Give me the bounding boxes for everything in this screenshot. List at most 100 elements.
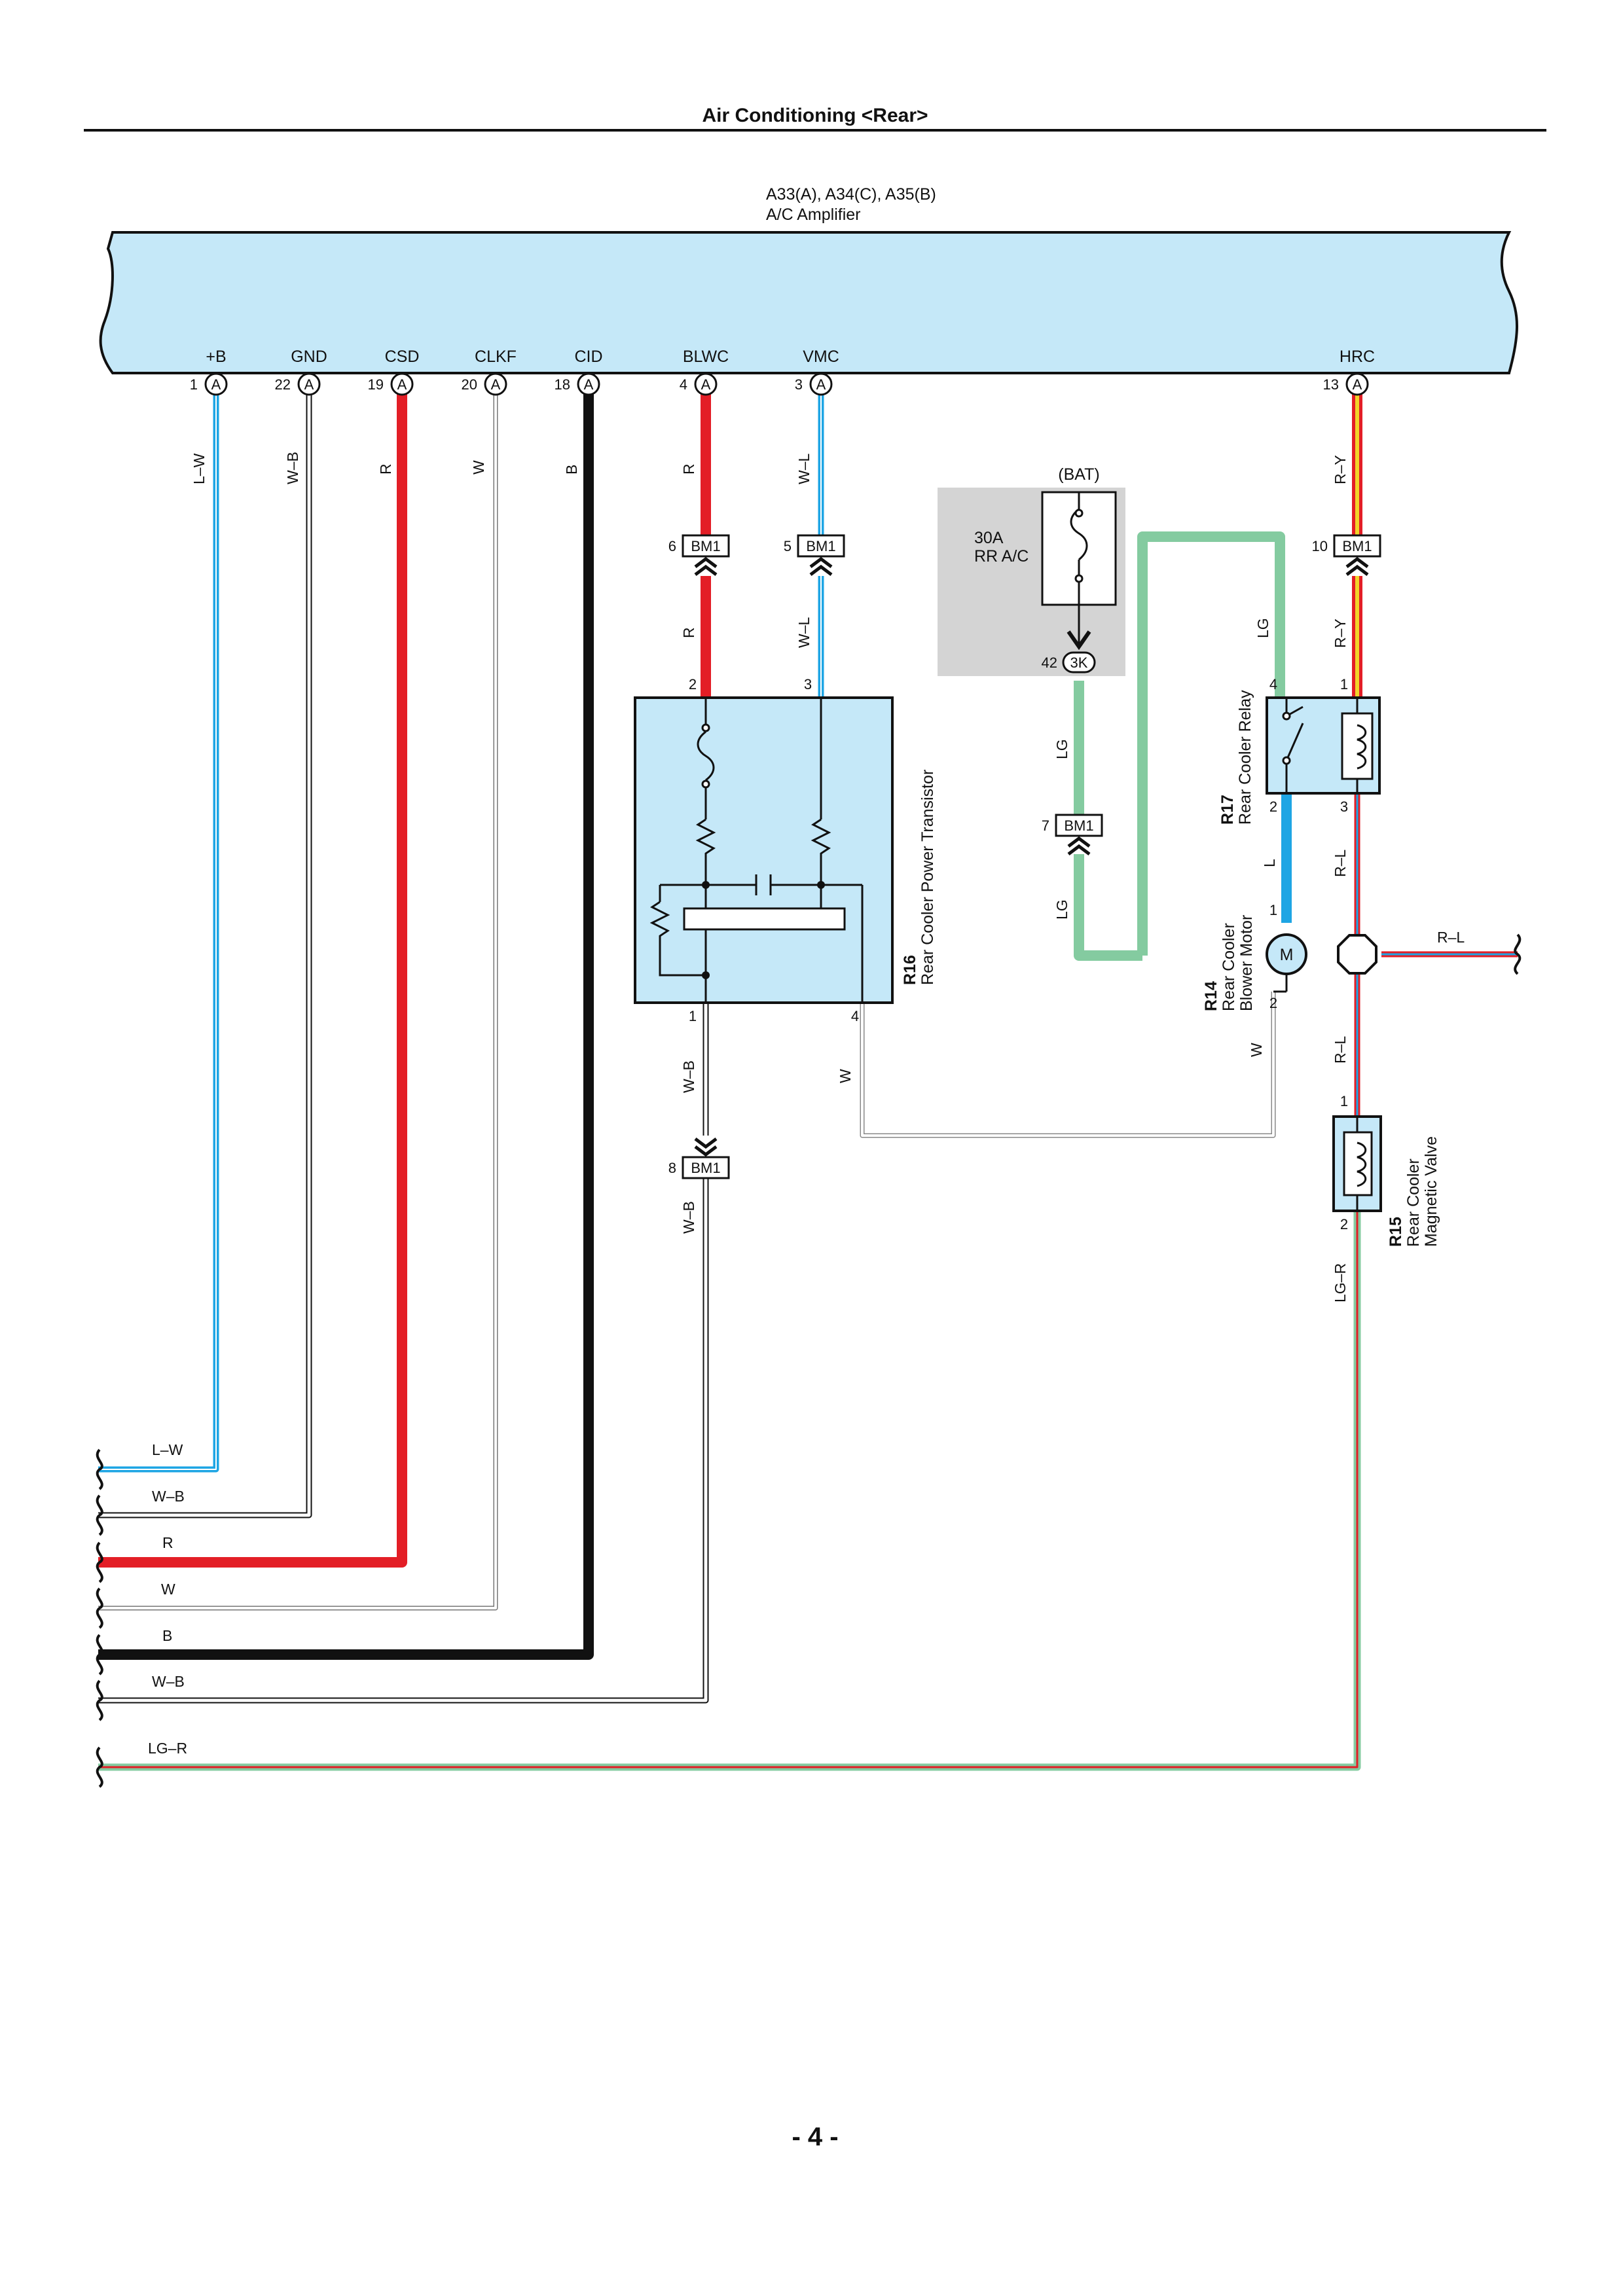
- chevron-up-icon: [809, 556, 833, 576]
- bm1-pin-number: 6: [668, 538, 676, 554]
- terminal-name-gnd: GND: [291, 348, 327, 366]
- arrow-down-icon: [1067, 630, 1091, 651]
- wire-label-hrc-lower: R–Y: [1332, 619, 1349, 648]
- left-label-r: R: [162, 1534, 173, 1551]
- wire-break-icon: [96, 1541, 103, 1583]
- wire-label-blwc: R: [680, 463, 697, 475]
- page-number: - 4 -: [792, 2123, 838, 2151]
- left-label-w: W: [161, 1581, 175, 1598]
- chevron-up-icon: [1345, 556, 1369, 576]
- amplifier-codes: A33(A), A34(C), A35(B): [766, 185, 936, 204]
- amplifier-name: A/C Amplifier: [766, 206, 860, 224]
- wire-lg-relay: [1137, 531, 1285, 956]
- amplifier-terminal-labels: +B GND CSD CLKF CID BLWC VMC HRC: [206, 348, 1375, 366]
- bm1-label: BM1: [691, 538, 720, 554]
- chevron-down-icon: [694, 1138, 718, 1157]
- wire-label-bm1-pin8: W–B: [680, 1201, 697, 1234]
- wire-label-blwc-lower: R: [680, 627, 697, 638]
- wire-label-clkf: W: [470, 460, 487, 475]
- terminal-plus-b: A 1: [190, 372, 228, 396]
- terminal-hrc: A 13: [1323, 372, 1369, 396]
- left-label-lg-r: LG–R: [148, 1740, 187, 1757]
- bm1-pin-number: 8: [668, 1160, 676, 1176]
- capacitor-icon: [755, 874, 772, 895]
- fuse-icon: [1070, 492, 1088, 605]
- wire-label-csd: R: [377, 463, 394, 475]
- wire-gnd: [98, 393, 312, 1518]
- terminal-clkf: A 20: [462, 372, 507, 396]
- bm1-connectors: BM1 6 BM1 5 BM1 10 BM1 7 BM1: [668, 534, 1381, 1179]
- wire-label-vmc: W–L: [795, 454, 812, 485]
- wire-plus-b: [98, 393, 219, 1473]
- valve-name-1: Rear Cooler: [1404, 1158, 1423, 1247]
- valve-pin-2: 2: [1340, 1216, 1348, 1232]
- bm1-label: BM1: [1064, 817, 1093, 834]
- terminal-gnd: A 22: [275, 372, 321, 396]
- terminal-connector-letter: A: [304, 376, 314, 393]
- terminal-name-blwc: BLWC: [683, 348, 729, 366]
- amplifier-terminals: A 1 A 22 A 19 A 20 A 18 A 4: [190, 372, 1369, 396]
- wire-label-valve-out: LG–R: [1332, 1263, 1349, 1302]
- chevron-up-icon: [694, 556, 718, 576]
- wire-labels-lower: R W–L R–Y LG LG LG L R–L R–L W W W–B W–B…: [680, 617, 1465, 1303]
- wire-label-splice-valve: R–L: [1332, 1036, 1349, 1064]
- fuse-rating: 30A: [974, 529, 1004, 547]
- motor-code: R14: [1202, 981, 1220, 1011]
- wire-break-icon: [96, 1746, 103, 1788]
- terminal-connector-letter: A: [816, 376, 826, 393]
- wire-break-icon: [1514, 933, 1522, 975]
- terminal-connector-letter: A: [584, 376, 594, 393]
- wire-valve-out: [98, 1211, 1361, 1771]
- relay-code: R17: [1218, 795, 1237, 825]
- relay-name: Rear Cooler Relay: [1236, 690, 1254, 825]
- wire-break-icon: [96, 1587, 103, 1629]
- power-transistor: 2 3 1 4 R16: [634, 676, 937, 1024]
- connector-3k-name: 3K: [1070, 655, 1088, 671]
- terminal-name-csd: CSD: [385, 348, 420, 366]
- chevron-up-icon: [1067, 836, 1091, 855]
- bm1-pin-5: BM1 5: [784, 534, 845, 576]
- wire-label-transistor-pin4: W: [837, 1069, 854, 1083]
- terminal-cid: A 18: [555, 372, 600, 396]
- left-label-b: B: [162, 1627, 172, 1644]
- relay-pin-1: 1: [1340, 676, 1348, 692]
- left-label-l-w: L–W: [152, 1441, 183, 1458]
- terminal-name-vmc: VMC: [803, 348, 839, 366]
- motor-symbol: M: [1280, 946, 1294, 964]
- terminal-pin-number: 3: [795, 376, 803, 393]
- left-wire-ends: [96, 1448, 103, 1788]
- thermal-fuse-icon: [697, 730, 715, 781]
- wire-label-gnd: W–B: [284, 452, 301, 484]
- wire-break-icon: [96, 1634, 103, 1676]
- left-label-w-b-2: W–B: [152, 1673, 185, 1690]
- bm1-label: BM1: [1342, 538, 1372, 554]
- terminal-connector-letter: A: [701, 376, 711, 393]
- wire-label-transistor-pin1: W–B: [680, 1060, 697, 1093]
- connector-3k-pin: 42: [1042, 655, 1057, 671]
- relay-pin-2: 2: [1269, 798, 1277, 815]
- wire-label-vmc-lower: W–L: [795, 617, 812, 649]
- wires: [98, 393, 1518, 1771]
- rear-cooler-relay: 4 1 2 3 R17 Rear Cooler Relay: [1218, 676, 1381, 825]
- terminal-vmc: A 3: [795, 372, 833, 396]
- transistor-pin-3: 3: [804, 676, 812, 692]
- bm1-pin-6: BM1 6: [668, 534, 730, 576]
- wire-label-plus-b: L–W: [191, 453, 208, 484]
- motor-pin-1: 1: [1269, 902, 1277, 918]
- left-label-w-b: W–B: [152, 1488, 185, 1505]
- valve-name-2: Magnetic Valve: [1422, 1136, 1440, 1247]
- transistor-pin-1: 1: [689, 1008, 697, 1024]
- wire-label-cid: B: [563, 465, 580, 475]
- terminal-connector-letter: A: [1353, 376, 1362, 393]
- terminal-name-hrc: HRC: [1340, 348, 1375, 366]
- relay-coil-icon: [1357, 724, 1367, 770]
- transistor-pin-4: 4: [851, 1008, 859, 1024]
- wire-label-lg-relay: LG: [1254, 618, 1271, 638]
- bm1-pin-7: BM1 7: [1042, 814, 1103, 855]
- terminal-pin-number: 1: [190, 376, 198, 393]
- bm1-label: BM1: [806, 538, 835, 554]
- transistor-code: R16: [901, 955, 919, 985]
- wire-label-relay-splice: R–L: [1332, 850, 1349, 877]
- fuse-box: (BAT) 30A RR A/C 3K 42: [938, 465, 1125, 676]
- bm1-pin-number: 5: [784, 538, 792, 554]
